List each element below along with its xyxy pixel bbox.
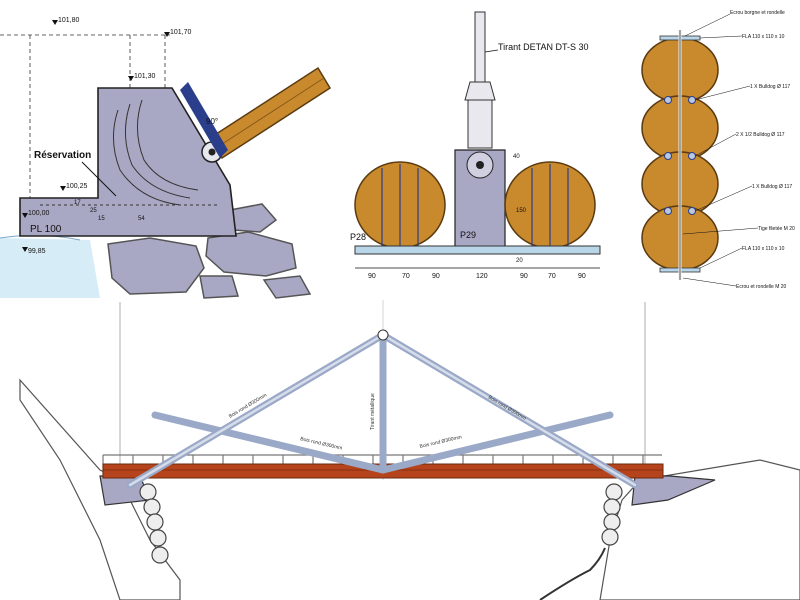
dim-height: 150 (516, 208, 527, 214)
stack-label-4: 1 X Bulldog Ø 117 (752, 184, 792, 190)
dim-b0: 90 (368, 273, 376, 280)
label-right-lower: Bois rond Ø300mm (419, 434, 462, 450)
dim-gap: 40 (513, 154, 520, 160)
dim-b6: 90 (578, 273, 586, 280)
tie-rod-label: Tirant DETAN DT-S 30 (498, 42, 589, 52)
bridge-elevation-panel: Bois rond Ø300mm Bois rond Ø300mm Bois r… (19, 300, 800, 600)
plate-label: PL 100 (30, 224, 62, 235)
stack-label-1: FLA 110 x 110 x 10 (742, 34, 785, 40)
stack-label-0: Ecrou borgne et rondelle (730, 10, 785, 16)
plate-p28-label: P28 (350, 232, 366, 242)
stack-label-2: 1 X Bulldog Ø 117 (750, 84, 790, 90)
reservation-label: Réservation (34, 150, 91, 161)
dim-15a: 15 (98, 216, 105, 222)
timber-strut (180, 66, 332, 163)
label-tie: Tirant métallique (370, 393, 376, 430)
elev-100-25: 100,25 (66, 183, 88, 190)
dim-thick: 20 (516, 258, 523, 264)
abutment-block (19, 87, 237, 237)
stack-label-7: Ecrou et rondelle M 20 (736, 284, 787, 290)
elev-101-80: 101,80 (58, 17, 80, 24)
beam-stack-panel: Ecrou borgne et rondelle FLA 110 x 110 x… (620, 0, 800, 300)
log-left (354, 161, 446, 249)
elev-100-00: 100,00 (28, 210, 50, 217)
label-right-upper: Bois rond Ø300mm (487, 395, 527, 422)
elev-101-30: 101,30 (134, 73, 156, 80)
elev-99-85: 99,85 (28, 248, 46, 255)
abutment-section-panel: 101,80 101,70 101,30 100,25 100,00 99,85… (0, 0, 332, 300)
dim-b5: 70 (548, 273, 556, 280)
stack-label-3: 2 X 1/2 Bulldog Ø 117 (736, 132, 785, 138)
stack-label-6: FLA 110 x 110 x 10 (742, 246, 785, 252)
dim-17: 17 (74, 200, 81, 206)
plate-p29-label: P29 (460, 230, 476, 240)
dim-54: 54 (138, 216, 145, 222)
dim-25: 25 (90, 208, 97, 214)
elev-101-70: 101,70 (170, 29, 192, 36)
dim-b3: 120 (476, 273, 488, 280)
dim-b4: 90 (520, 273, 528, 280)
dim-b2: 90 (432, 273, 440, 280)
elevation-markers: 101,80 101,70 101,30 100,25 100,00 99,85 (22, 17, 192, 255)
angle-label: 90° (206, 117, 218, 126)
stack-label-5: Tige filetée M 20 (758, 226, 795, 232)
cross-section-panel: Tirant DETAN DT-S 30 P28 P29 40 150 20 9… (340, 0, 610, 300)
log-right (504, 161, 596, 249)
rock-fill (107, 203, 312, 299)
dim-b1: 70 (402, 273, 410, 280)
truss-members (126, 331, 639, 489)
